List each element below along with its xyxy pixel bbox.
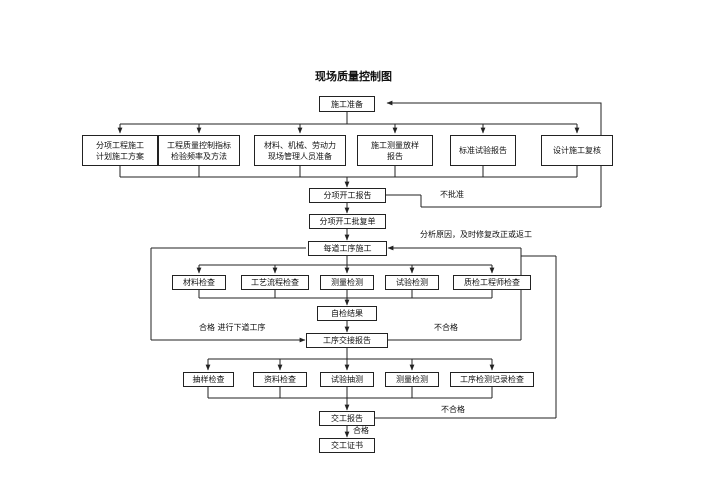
node-measure: 测量检测 <box>320 275 374 290</box>
node-approval: 分项开工批复单 <box>309 214 386 229</box>
node-delivery-report: 交工报告 <box>319 411 375 426</box>
node-survey: 施工测量放样 报告 <box>357 135 433 166</box>
label-not-approved: 不批准 <box>440 190 464 199</box>
node-design-review: 设计施工复核 <box>541 135 613 166</box>
node-flow-check: 工艺流程检查 <box>241 275 309 290</box>
node-record-check: 工序检测记录检查 <box>450 372 534 387</box>
node-test: 试验检测 <box>385 275 439 290</box>
node-prep: 施工准备 <box>319 96 375 112</box>
label-analyze: 分析原因，及时修复改正或返工 <box>420 230 532 239</box>
node-certificate: 交工证书 <box>319 438 375 453</box>
node-self-check: 自检结果 <box>317 306 377 321</box>
label-fail-2: 不合格 <box>441 405 465 414</box>
label-pass: 合格 <box>353 426 369 435</box>
node-material-check: 材料检查 <box>172 275 226 290</box>
node-index: 工程质量控制指标 检验频率及方法 <box>158 135 240 166</box>
node-materials: 材料、机械、劳动力 现场管理人员准备 <box>254 135 346 166</box>
node-start-report: 分项开工报告 <box>309 188 386 203</box>
node-docs: 资料检查 <box>253 372 307 387</box>
node-sampling: 抽样检查 <box>183 372 234 387</box>
node-qc-engineer: 质检工程师检查 <box>453 275 531 290</box>
node-test-report: 标准试验报告 <box>450 135 516 166</box>
label-pass-next: 合格 进行下道工序 <box>199 323 266 332</box>
node-test-sampling: 试验抽测 <box>320 372 374 387</box>
diagram-title: 现场质量控制图 <box>315 70 392 83</box>
node-measure-2: 测量检测 <box>385 372 439 387</box>
label-fail-1: 不合格 <box>434 323 458 332</box>
node-process: 每道工序施工 <box>308 241 387 256</box>
node-plan: 分项工程施工 计划施工方案 <box>82 135 158 166</box>
node-handover: 工序交接报告 <box>306 333 388 348</box>
